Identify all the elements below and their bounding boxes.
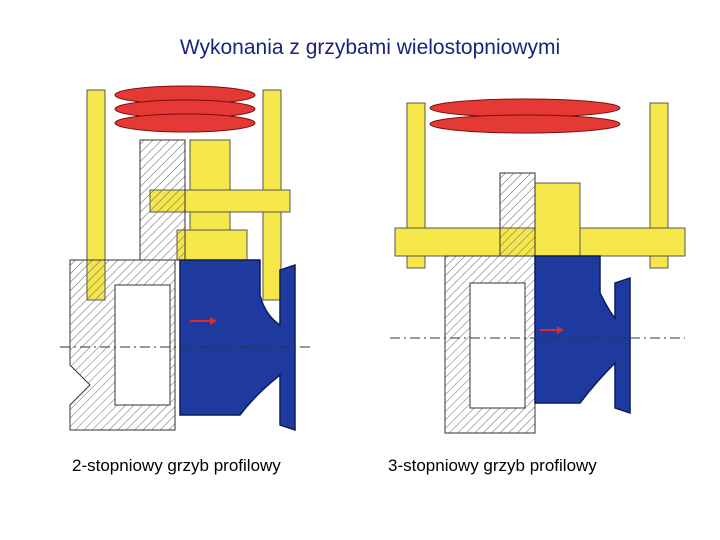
valve-2-stage-diagram [60, 85, 310, 432]
valve-body-icon [534, 255, 631, 415]
spring-icon [114, 85, 256, 133]
flow-arrow-icon [190, 317, 217, 325]
flow-arrow-icon [540, 326, 564, 334]
page-title: Wykonania z grzybami wielostopniowymi [179, 36, 561, 59]
valve-3-stage-diagram [390, 98, 686, 434]
spring-icon [429, 98, 621, 134]
caption-2-stage: 2-stopniowy grzyb profilowy [72, 456, 281, 475]
caption-3-stage: 3-stopniowy grzyb profilowy [388, 456, 597, 475]
